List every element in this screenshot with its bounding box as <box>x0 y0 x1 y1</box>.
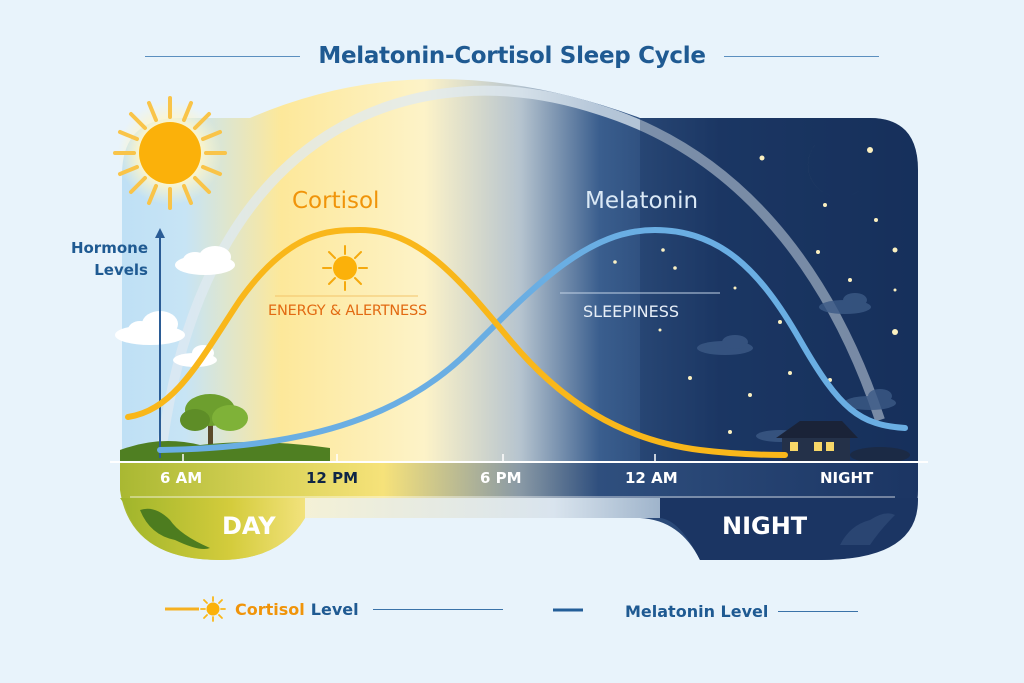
house-icon <box>776 421 910 463</box>
legend-melatonin-label: Melatonin Level <box>625 601 769 621</box>
cortisol-curve <box>125 226 788 458</box>
melatonin-moon-icon <box>613 248 677 278</box>
stars <box>658 147 898 434</box>
ground <box>120 441 330 462</box>
y-axis-label-line1: Hormone <box>70 239 148 257</box>
energy-alertness-label: ENERGY & ALERTNESS <box>268 303 427 319</box>
legend-cortisol: Cortisol Level <box>165 596 503 622</box>
legend-cortisol-suffix: Level <box>310 599 359 619</box>
time-band <box>120 463 918 560</box>
title-rule-left <box>145 55 301 57</box>
tick-12am: 12 AM <box>625 469 678 487</box>
melatonin-label: Melatonin <box>585 188 699 214</box>
page-title: Melatonin-Cortisol Sleep Cycle <box>318 43 706 69</box>
y-axis <box>155 228 165 458</box>
title-rule-right <box>723 55 879 57</box>
tick-6am: 6 AM <box>160 469 203 487</box>
tick-6pm: 6 PM <box>480 469 522 487</box>
tree-icon <box>180 394 248 445</box>
sleepiness-label: SLEEPINESS <box>583 302 680 321</box>
legend-cortisol-line-sun-icon <box>165 596 226 622</box>
x-axis-ticks <box>182 454 656 462</box>
legend-cortisol-word: Cortisol <box>235 599 305 619</box>
y-axis-label: Hormone Levels <box>62 237 148 281</box>
tick-night: NIGHT <box>820 469 874 487</box>
night-band-label: NIGHT <box>722 512 808 540</box>
tick-12pm: 12 PM <box>306 469 359 487</box>
legend-melatonin-rule <box>778 610 859 612</box>
title-row: Melatonin-Cortisol Sleep Cycle <box>0 36 1024 76</box>
melatonin-curve <box>157 226 908 453</box>
cortisol-sun-icon <box>322 245 368 291</box>
sky-panel <box>122 79 918 462</box>
cortisol-label: Cortisol <box>292 188 380 214</box>
legend-melatonin-line-moon-icon <box>553 599 619 624</box>
sun-icon <box>113 96 227 210</box>
y-axis-label-line2: Levels <box>94 261 148 279</box>
legend-melatonin: Melatonin Level <box>553 596 859 626</box>
legend-cortisol-rule <box>372 608 503 610</box>
day-band-label: DAY <box>222 512 276 540</box>
